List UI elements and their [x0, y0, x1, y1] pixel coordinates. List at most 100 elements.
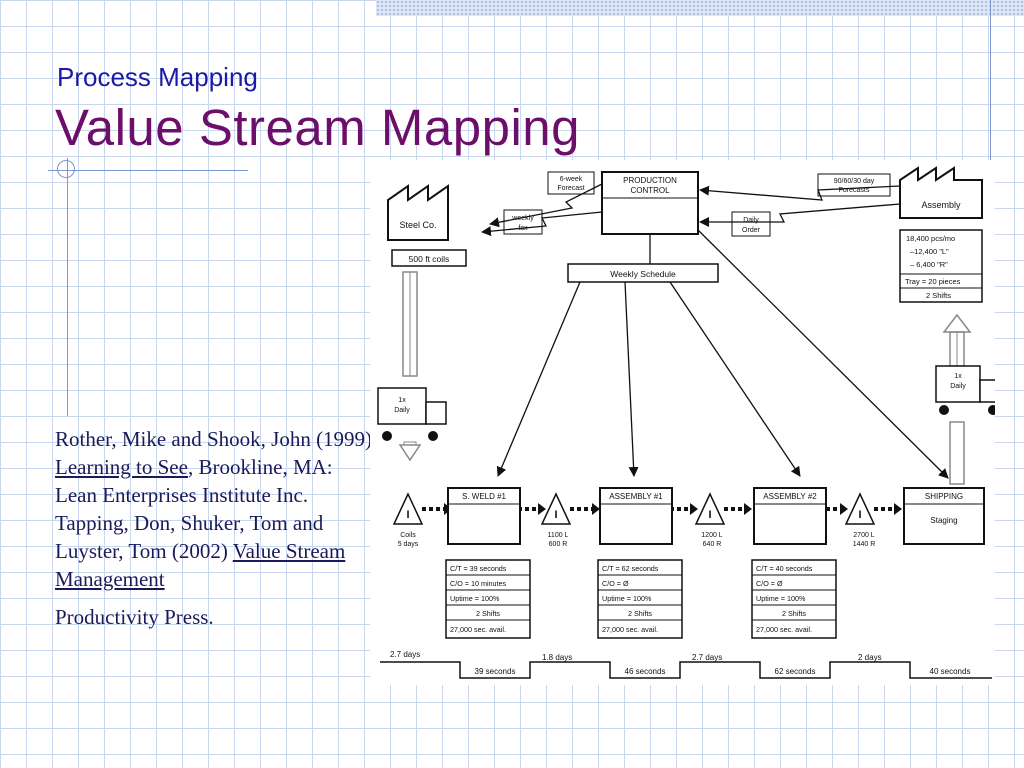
forecast-flow-arrow [489, 183, 603, 228]
process-box-assembly-1: ASSEMBLY #1 [599, 487, 673, 545]
customer-data-line: –12,400 "L" [910, 247, 949, 256]
daily-order-flow-arrow [699, 203, 901, 227]
svg-text:ASSEMBLY #2: ASSEMBLY #2 [763, 492, 817, 501]
supplier-factory: Steel Co. [387, 184, 449, 241]
svg-text:27,000 sec. avail.: 27,000 sec. avail. [602, 625, 658, 634]
svg-text:SHIPPING: SHIPPING [925, 492, 963, 501]
slide-subtitle: Process Mapping [57, 62, 258, 92]
weekly-fax-flow-arrow [481, 211, 603, 237]
svg-text:2 Shifts: 2 Shifts [628, 609, 652, 618]
forecasts-box: 90/60/30 day Forecasts [817, 173, 891, 197]
schedule-arrow-weld [496, 281, 581, 477]
timeline-ladder [380, 661, 992, 679]
customer-label: Assembly [921, 200, 961, 210]
svg-text:C/O = Ø: C/O = Ø [756, 579, 783, 588]
inventory-triangle-icon: I 1100 L 600 R [540, 492, 572, 548]
svg-text:640 R: 640 R [703, 541, 722, 548]
svg-text:Weekly Schedule: Weekly Schedule [610, 269, 676, 279]
svg-text:1100 L: 1100 L [548, 532, 569, 539]
svg-text:Daily: Daily [743, 217, 759, 224]
svg-text:5 days: 5 days [398, 541, 419, 548]
svg-text:Uptime = 100%: Uptime = 100% [602, 594, 652, 603]
svg-text:27,000 sec. avail.: 27,000 sec. avail. [756, 625, 812, 634]
push-arrow-icon [826, 503, 848, 515]
timeline-days: 1.8 days [542, 653, 572, 662]
svg-text:27,000 sec. avail.: 27,000 sec. avail. [450, 625, 506, 634]
svg-text:6-week: 6-week [560, 176, 583, 183]
top-decorative-band [376, 0, 1024, 16]
six-week-forecast-box: 6-week Forecast [547, 171, 595, 195]
process-box-weld: S. WELD #1 [447, 487, 521, 545]
production-control-box: PRODUCTION CONTROL [601, 171, 699, 235]
schedule-arrow-assembly-2 [669, 281, 801, 477]
reference-details: , Brookline, MA: Lean Enterprises Instit… [55, 455, 333, 563]
process-box-shipping: SHIPPING Staging [903, 487, 985, 545]
timeline-seconds: 46 seconds [625, 667, 666, 676]
left-vertical-rule [67, 158, 68, 416]
svg-text:2700 L: 2700 L [853, 532, 875, 539]
svg-text:1x: 1x [398, 397, 406, 404]
truck-right-icon: 1x Daily [935, 365, 995, 415]
weekly-fax-box: weekly fax [503, 209, 543, 235]
data-box-assembly-2: C/T = 40 seconds C/O = Ø Uptime = 100% 2… [751, 559, 837, 639]
reference-text: Rother, Mike and Shook, John (1999) Lear… [55, 425, 373, 631]
customer-data-line: 2 Shifts [926, 291, 951, 300]
value-stream-map-diagram: Steel Co. 500 ft coils Assembly 18,400 p… [370, 160, 995, 685]
push-arrow-icon [874, 503, 902, 515]
production-control-label: PRODUCTION [623, 176, 677, 185]
schedule-arrow-assembly-1 [624, 281, 639, 477]
svg-text:C/T = 39 seconds: C/T = 39 seconds [450, 564, 507, 573]
svg-text:Uptime = 100%: Uptime = 100% [756, 594, 806, 603]
process-box-assembly-2: ASSEMBLY #2 [753, 487, 827, 545]
customer-shipment-arrow [942, 313, 972, 485]
svg-text:C/T = 62 seconds: C/T = 62 seconds [602, 564, 659, 573]
svg-text:2 Shifts: 2 Shifts [782, 609, 806, 618]
slide-title: Value Stream Mapping [55, 99, 581, 156]
timeline-seconds: 40 seconds [930, 667, 971, 676]
data-box-assembly-1: C/T = 62 seconds C/O = Ø Uptime = 100% 2… [597, 559, 683, 639]
right-vertical-rule [990, 0, 991, 165]
timeline-seconds: 39 seconds [475, 667, 516, 676]
customer-data-line: 18,400 pcs/mo [906, 234, 955, 243]
customer-data-line: – 6,400 "R" [910, 260, 948, 269]
customer-forecast-flow-arrow [699, 185, 901, 201]
supplier-box-label: 500 ft coils [409, 254, 450, 264]
svg-text:Forecasts: Forecasts [839, 187, 870, 194]
svg-text:Daily: Daily [394, 407, 410, 414]
svg-text:Coils: Coils [400, 532, 416, 539]
customer-data-line: Tray = 20 pieces [905, 277, 961, 286]
truck-left-icon: 1x Daily [377, 387, 447, 441]
svg-text:ASSEMBLY #1: ASSEMBLY #1 [609, 492, 663, 501]
svg-text:1440 R: 1440 R [853, 541, 876, 548]
push-arrow-icon [570, 503, 600, 515]
timeline-days: 2 days [858, 653, 882, 662]
supplier-box [391, 249, 467, 267]
svg-text:C/O = 10 minutes: C/O = 10 minutes [450, 579, 507, 588]
schedule-arrow-shipping [697, 229, 949, 479]
svg-text:I: I [858, 509, 861, 521]
svg-text:Order: Order [742, 227, 761, 234]
supplier-label: Steel Co. [399, 220, 436, 230]
daily-order-box: Daily Order [731, 211, 771, 237]
timeline-days: 2.7 days [692, 653, 722, 662]
supplier-shipment-arrow [398, 271, 422, 462]
svg-text:I: I [554, 509, 557, 521]
svg-text:C/T = 40 seconds: C/T = 40 seconds [756, 564, 813, 573]
timeline-seconds: 62 seconds [775, 667, 816, 676]
push-arrow-icon [670, 503, 698, 515]
svg-text:I: I [406, 509, 409, 521]
customer-data-box: 18,400 pcs/mo –12,400 "L" – 6,400 "R" Tr… [899, 229, 983, 303]
weekly-schedule-box: Weekly Schedule [567, 263, 719, 283]
timeline-days: 2.7 days [390, 650, 420, 659]
svg-text:Forecast: Forecast [557, 185, 584, 192]
reference-authors: Rother, Mike and Shook, John (1999) [55, 427, 373, 451]
svg-text:weekly: weekly [511, 215, 534, 222]
data-box-weld: C/T = 39 seconds C/O = 10 minutes Uptime… [445, 559, 531, 639]
push-arrow-icon [518, 503, 546, 515]
svg-text:S. WELD #1: S. WELD #1 [462, 492, 507, 501]
inventory-triangle-icon: I 2700 L 1440 R [844, 492, 876, 548]
reference-book-2: Value Stream Management [55, 539, 346, 591]
customer-factory: Assembly [899, 166, 983, 219]
svg-text:2 Shifts: 2 Shifts [476, 609, 500, 618]
svg-text:600 R: 600 R [549, 541, 568, 548]
